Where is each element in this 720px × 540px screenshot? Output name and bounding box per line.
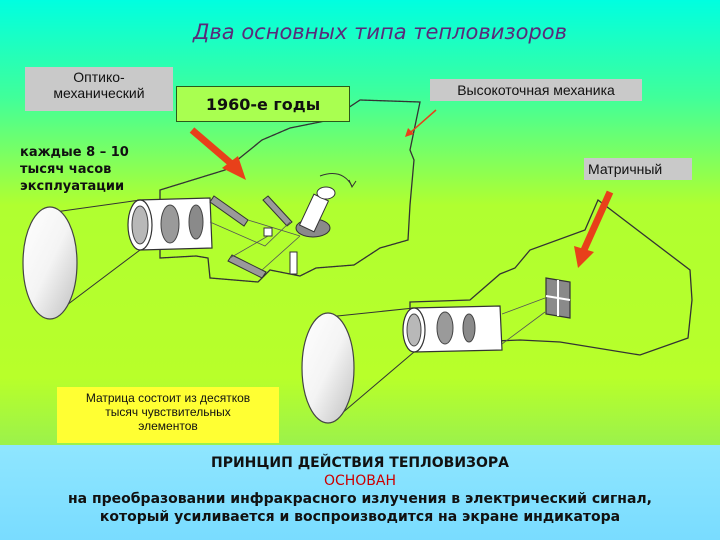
label-matrix-type: Матричный [584,158,692,180]
matrix-object-cone [301,307,415,424]
slide-title: Два основных типа тепловизоров [193,20,567,44]
label-optomechanical: Оптико- механический [25,67,173,111]
footer-based: ОСНОВАН [323,473,397,489]
label-precision-mechanics: Высокоточная механика [430,79,642,101]
optomech-object-cone [22,199,141,320]
footer-line1: на преобразовании инфракрасного излучени… [67,491,652,507]
label-service-interval: каждые 8 – 10 тысяч часов эксплуатации [20,145,129,194]
matrix-device [402,198,693,356]
optomech-device [127,99,421,283]
footer-line2: который усиливается и воспроизводится на… [99,509,621,525]
footer-heading: ПРИНЦИП ДЕЙСТВИЯ ТЕПЛОВИЗОРА [210,455,509,471]
label-1960s: 1960-е годы [176,86,350,122]
label-matrix-note: Матрица состоит из десятков тысяч чувств… [57,387,279,443]
principle-footer: ПРИНЦИП ДЕЙСТВИЯ ТЕПЛОВИЗОРА ОСНОВАН на … [0,445,720,540]
pointer-arrows [189,109,614,268]
